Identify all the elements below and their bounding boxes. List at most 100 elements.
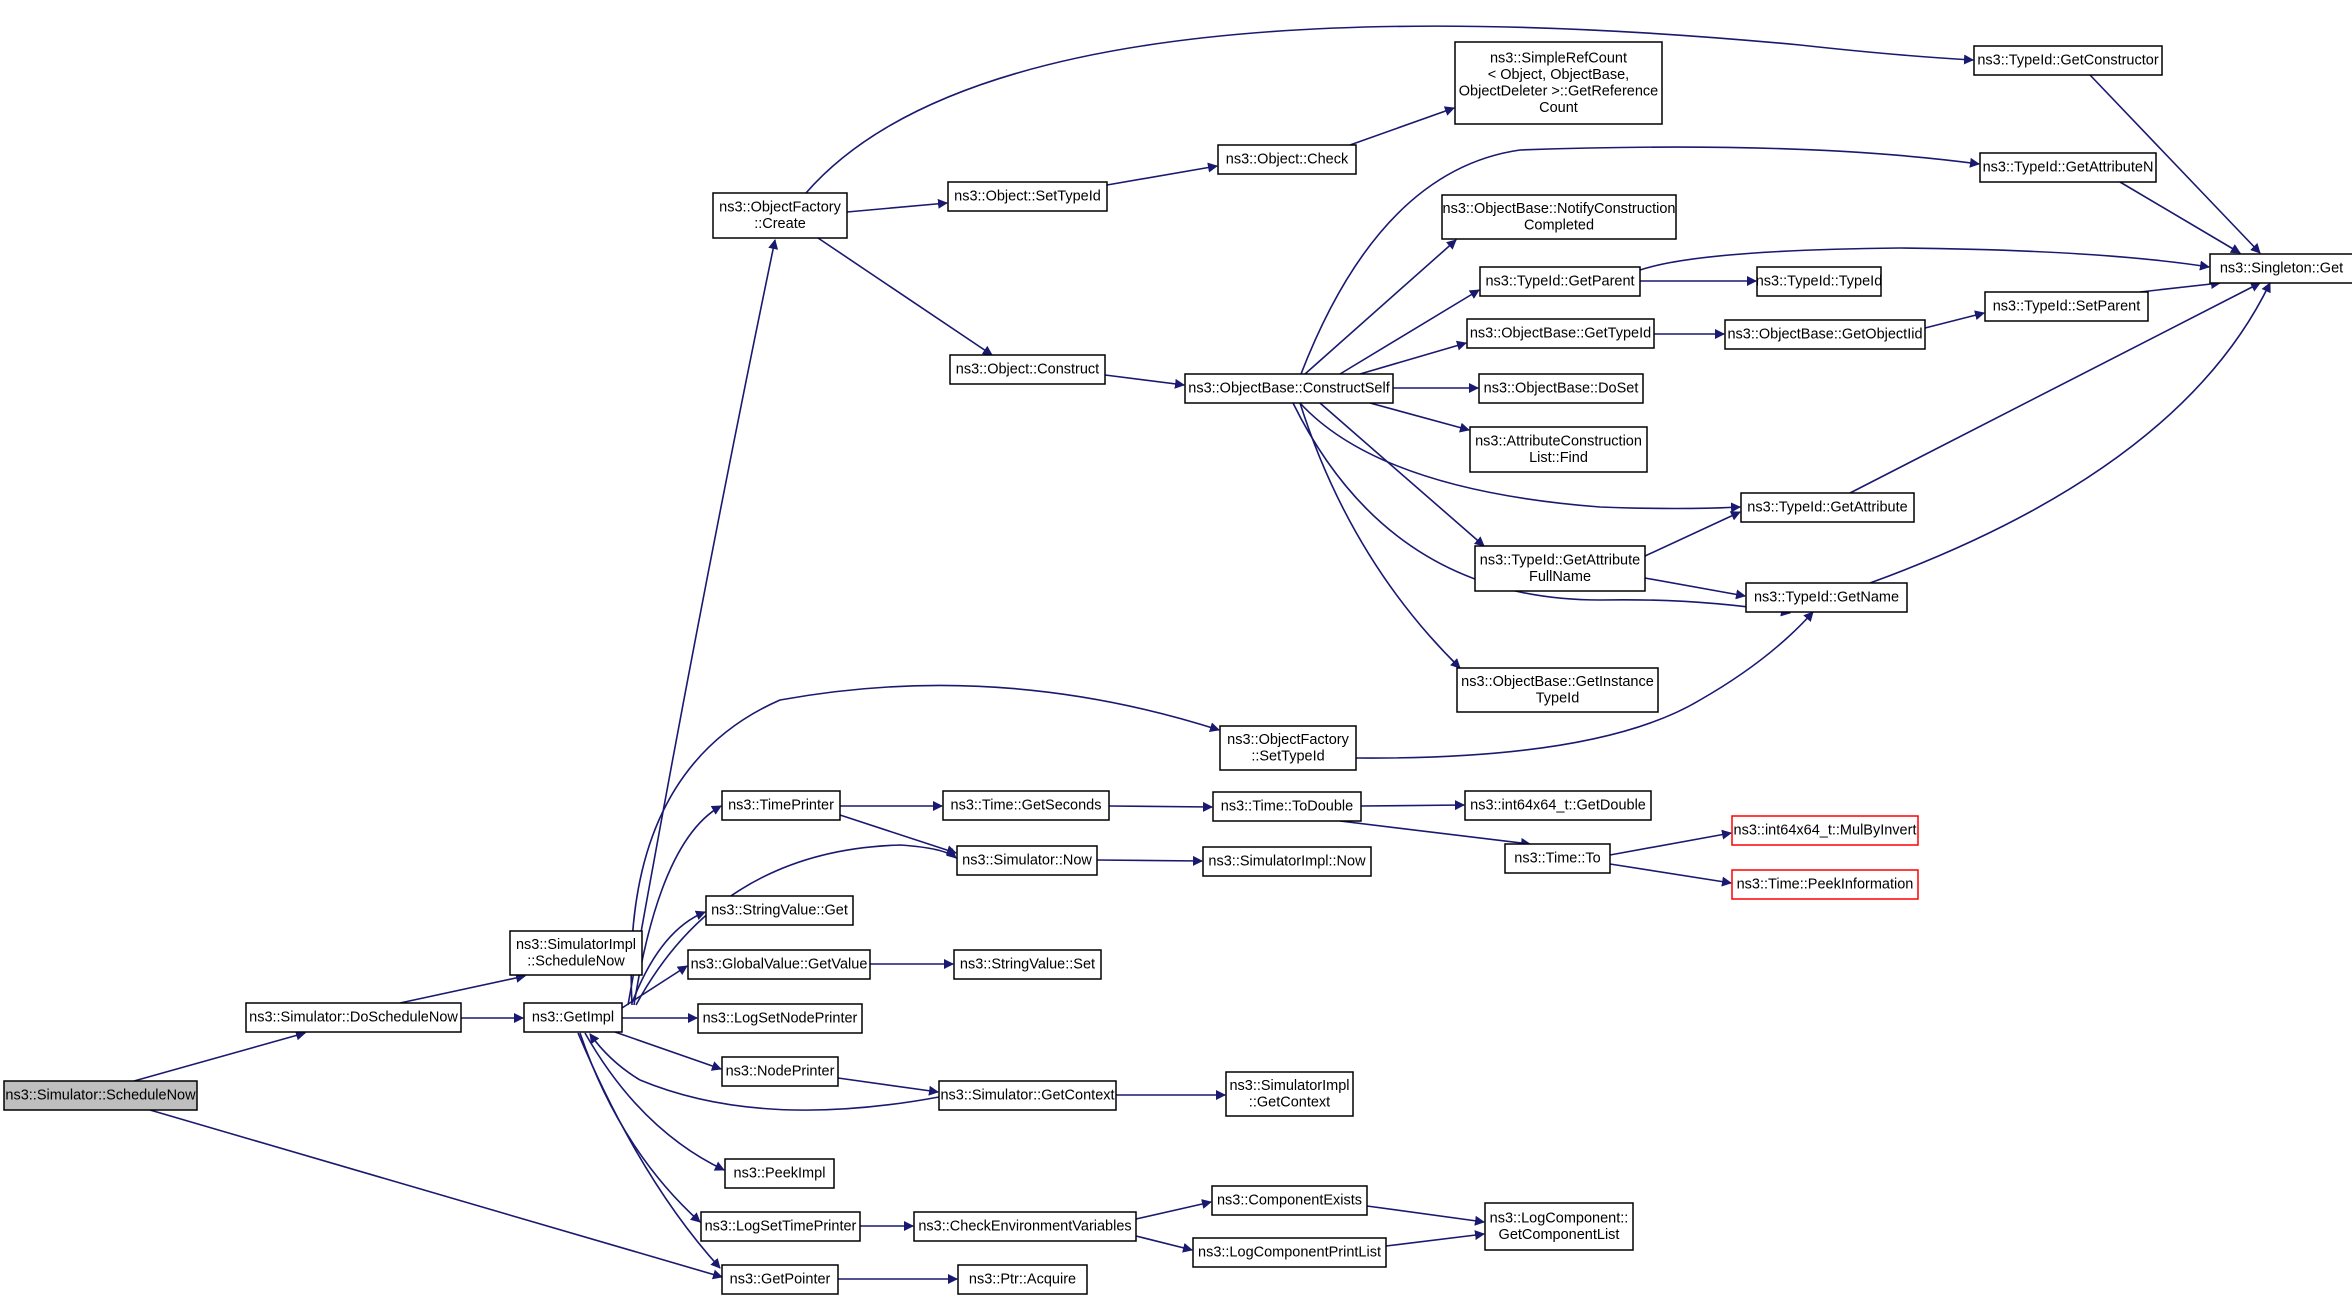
node-label: ns3::AttributeConstruction [1475, 433, 1642, 449]
node-objbase-notify[interactable]: ns3::ObjectBase::NotifyConstructionCompl… [1441, 194, 1677, 240]
node-label: ns3::LogSetNodePrinter [703, 1011, 858, 1027]
edge-get_impl-to-simulator_now [635, 844, 957, 1006]
node-schedule-now[interactable]: ns3::Simulator::ScheduleNow [3, 1080, 198, 1111]
node-box [942, 790, 1110, 821]
node-objbase-gettypeid[interactable]: ns3::ObjectBase::GetTypeId [1466, 318, 1655, 349]
edge-get_impl-to-get_pointer [577, 1032, 721, 1269]
node-logcomponent-getlist[interactable]: ns3::LogComponent::GetComponentList [1484, 1202, 1634, 1251]
edge-obj_check-to-simplerefcount [1349, 106, 1455, 146]
node-typeid-getattributen[interactable]: ns3::TypeId::GetAttributeN [1979, 152, 2157, 183]
node-simplerefcount[interactable]: ns3::SimpleRefCount< Object, ObjectBase,… [1454, 41, 1663, 125]
node-time-getseconds[interactable]: ns3::Time::GetSeconds [942, 790, 1110, 821]
node-typeid-getname[interactable]: ns3::TypeId::GetName [1745, 582, 1908, 613]
node-logsettimeprinter[interactable]: ns3::LogSetTimePrinter [700, 1211, 861, 1242]
node-label: ns3::LogComponentPrintList [1198, 1245, 1381, 1261]
node-get-impl[interactable]: ns3::GetImpl [523, 1002, 623, 1033]
node-box [523, 1002, 623, 1033]
node-box [1979, 152, 2157, 183]
node-objbase-constructself[interactable]: ns3::ObjectBase::ConstructSelf [1184, 373, 1394, 404]
edge-objbase_constructself-to-typeid_getparent [1339, 289, 1480, 375]
node-stringvalue-get[interactable]: ns3::StringValue::Get [705, 895, 854, 926]
edge-checkenv-to-logcomponentprintlist [1135, 1235, 1193, 1253]
node-label: List::Find [1529, 450, 1588, 466]
node-obj-construct[interactable]: ns3::Object::Construct [949, 354, 1106, 385]
node-label: ns3::Object::SetTypeId [954, 189, 1101, 205]
node-typeid-setparent[interactable]: ns3::TypeId::SetParent [1984, 291, 2149, 322]
node-singleton-get[interactable]: ns3::Singleton::Get [2209, 253, 2352, 284]
edge-typeid_getconstructor-to-singleton_get [2089, 74, 2261, 254]
node-logcomponentprintlist[interactable]: ns3::LogComponentPrintList [1192, 1237, 1387, 1268]
node-box [949, 354, 1106, 385]
node-box [1474, 545, 1646, 592]
node-time-todouble[interactable]: ns3::Time::ToDouble [1212, 791, 1362, 822]
node-label: < Object, ObjectBase, [1488, 67, 1629, 83]
node-typeid-getattribute[interactable]: ns3::TypeId::GetAttribute [1740, 492, 1915, 523]
node-componentexists[interactable]: ns3::ComponentExists [1211, 1185, 1368, 1216]
node-simulator-now[interactable]: ns3::Simulator::Now [956, 845, 1098, 876]
node-label: ns3::CheckEnvironmentVariables [918, 1219, 1131, 1235]
node-box [1212, 791, 1362, 822]
node-label: ns3::Singleton::Get [2220, 261, 2343, 277]
node-simimpl-schedule-now[interactable]: ns3::SimulatorImpl::ScheduleNow [509, 930, 643, 976]
edge-objbase_constructself-to-typeid_getattrfullname [1319, 402, 1485, 547]
node-simimpl-now[interactable]: ns3::SimulatorImpl::Now [1202, 846, 1372, 877]
node-objfactory-create[interactable]: ns3::ObjectFactory::Create [712, 192, 848, 239]
node-box [1184, 373, 1394, 404]
node-do-schedule-now[interactable]: ns3::Simulator::DoScheduleNow [245, 1002, 462, 1033]
node-obj-check[interactable]: ns3::Object::Check [1217, 144, 1357, 175]
edge-logcomponentprintlist-to-logcomponent_getlist [1385, 1230, 1485, 1247]
node-label: ns3::StringValue::Set [960, 957, 1095, 973]
node-typeid-getconstructor[interactable]: ns3::TypeId::GetConstructor [1973, 45, 2163, 76]
node-time-to[interactable]: ns3::Time::To [1504, 843, 1611, 874]
node-objbase-doset[interactable]: ns3::ObjectBase::DoSet [1478, 373, 1644, 404]
node-globalvalue-getvalue[interactable]: ns3::GlobalValue::GetValue [687, 949, 871, 980]
node-label: ns3::TypeId::TypeId [1756, 274, 1883, 290]
node-box [1456, 667, 1659, 713]
node-peekimpl[interactable]: ns3::PeekImpl [724, 1158, 835, 1189]
node-ptr-acquire[interactable]: ns3::Ptr::Acquire [957, 1264, 1088, 1295]
node-box [953, 949, 1102, 980]
node-box [509, 930, 643, 976]
edge-objbase_constructself-to-typeid_getattributen [1300, 146, 1980, 375]
edge-obj_settypeid-to-obj_check [1106, 162, 1218, 186]
node-logsetnodeprinter[interactable]: ns3::LogSetNodePrinter [697, 1003, 863, 1034]
node-label: ns3::PeekImpl [734, 1166, 826, 1182]
node-label: ns3::ObjectBase::NotifyConstruction [1443, 201, 1676, 217]
node-label: ::SetTypeId [1251, 748, 1324, 764]
edges-layer [133, 25, 2271, 1284]
node-int64-mulbyinvert[interactable]: ns3::int64x64_t::MulByInvert [1731, 815, 1919, 846]
edge-time_todouble-to-time_to [1339, 820, 1531, 848]
node-time-peekinfo[interactable]: ns3::Time::PeekInformation [1731, 869, 1919, 900]
edge-simulator_now-to-simimpl_now [1096, 855, 1203, 866]
node-label: ns3::ObjectBase::GetInstance [1461, 674, 1654, 690]
edge-objbase_constructself-to-objbase_notify [1304, 239, 1457, 375]
node-label: Completed [1524, 217, 1594, 233]
node-box [721, 790, 841, 821]
edge-objbase_constructself-to-attr_find [1369, 402, 1470, 433]
node-box [1479, 266, 1641, 297]
node-box [1441, 194, 1677, 240]
edge-timeprinter-to-simulator_now [839, 814, 957, 855]
node-get-pointer[interactable]: ns3::GetPointer [721, 1264, 839, 1295]
node-nodeprinter[interactable]: ns3::NodePrinter [721, 1056, 839, 1087]
node-obj-settypeid[interactable]: ns3::Object::SetTypeId [947, 181, 1108, 212]
node-label: ns3::Object::Check [1226, 152, 1349, 168]
node-label: ns3::Simulator::DoScheduleNow [249, 1010, 458, 1026]
node-typeid-typeid[interactable]: ns3::TypeId::TypeId [1756, 266, 1883, 297]
node-label: ns3::int64x64_t::MulByInvert [1734, 823, 1917, 839]
node-objfactory-settypeid[interactable]: ns3::ObjectFactory::SetTypeId [1219, 725, 1357, 771]
edge-get_impl-to-nodeprinter [614, 1031, 722, 1071]
node-objbase-getobjectiid[interactable]: ns3::ObjectBase::GetObjectIid [1724, 319, 1926, 350]
node-checkenv[interactable]: ns3::CheckEnvironmentVariables [913, 1211, 1137, 1242]
node-typeid-getparent[interactable]: ns3::TypeId::GetParent [1479, 266, 1641, 297]
node-simulator-getcontext[interactable]: ns3::Simulator::GetContext [938, 1080, 1117, 1111]
node-timeprinter[interactable]: ns3::TimePrinter [721, 790, 841, 821]
node-int64-getdouble[interactable]: ns3::int64x64_t::GetDouble [1464, 790, 1652, 821]
node-simimpl-getcontext[interactable]: ns3::SimulatorImpl::GetContext [1225, 1071, 1354, 1117]
edge-typeid_setparent-to-singleton_get [2139, 279, 2221, 293]
node-stringvalue-set[interactable]: ns3::StringValue::Set [953, 949, 1102, 980]
node-label: GetComponentList [1499, 1227, 1620, 1243]
